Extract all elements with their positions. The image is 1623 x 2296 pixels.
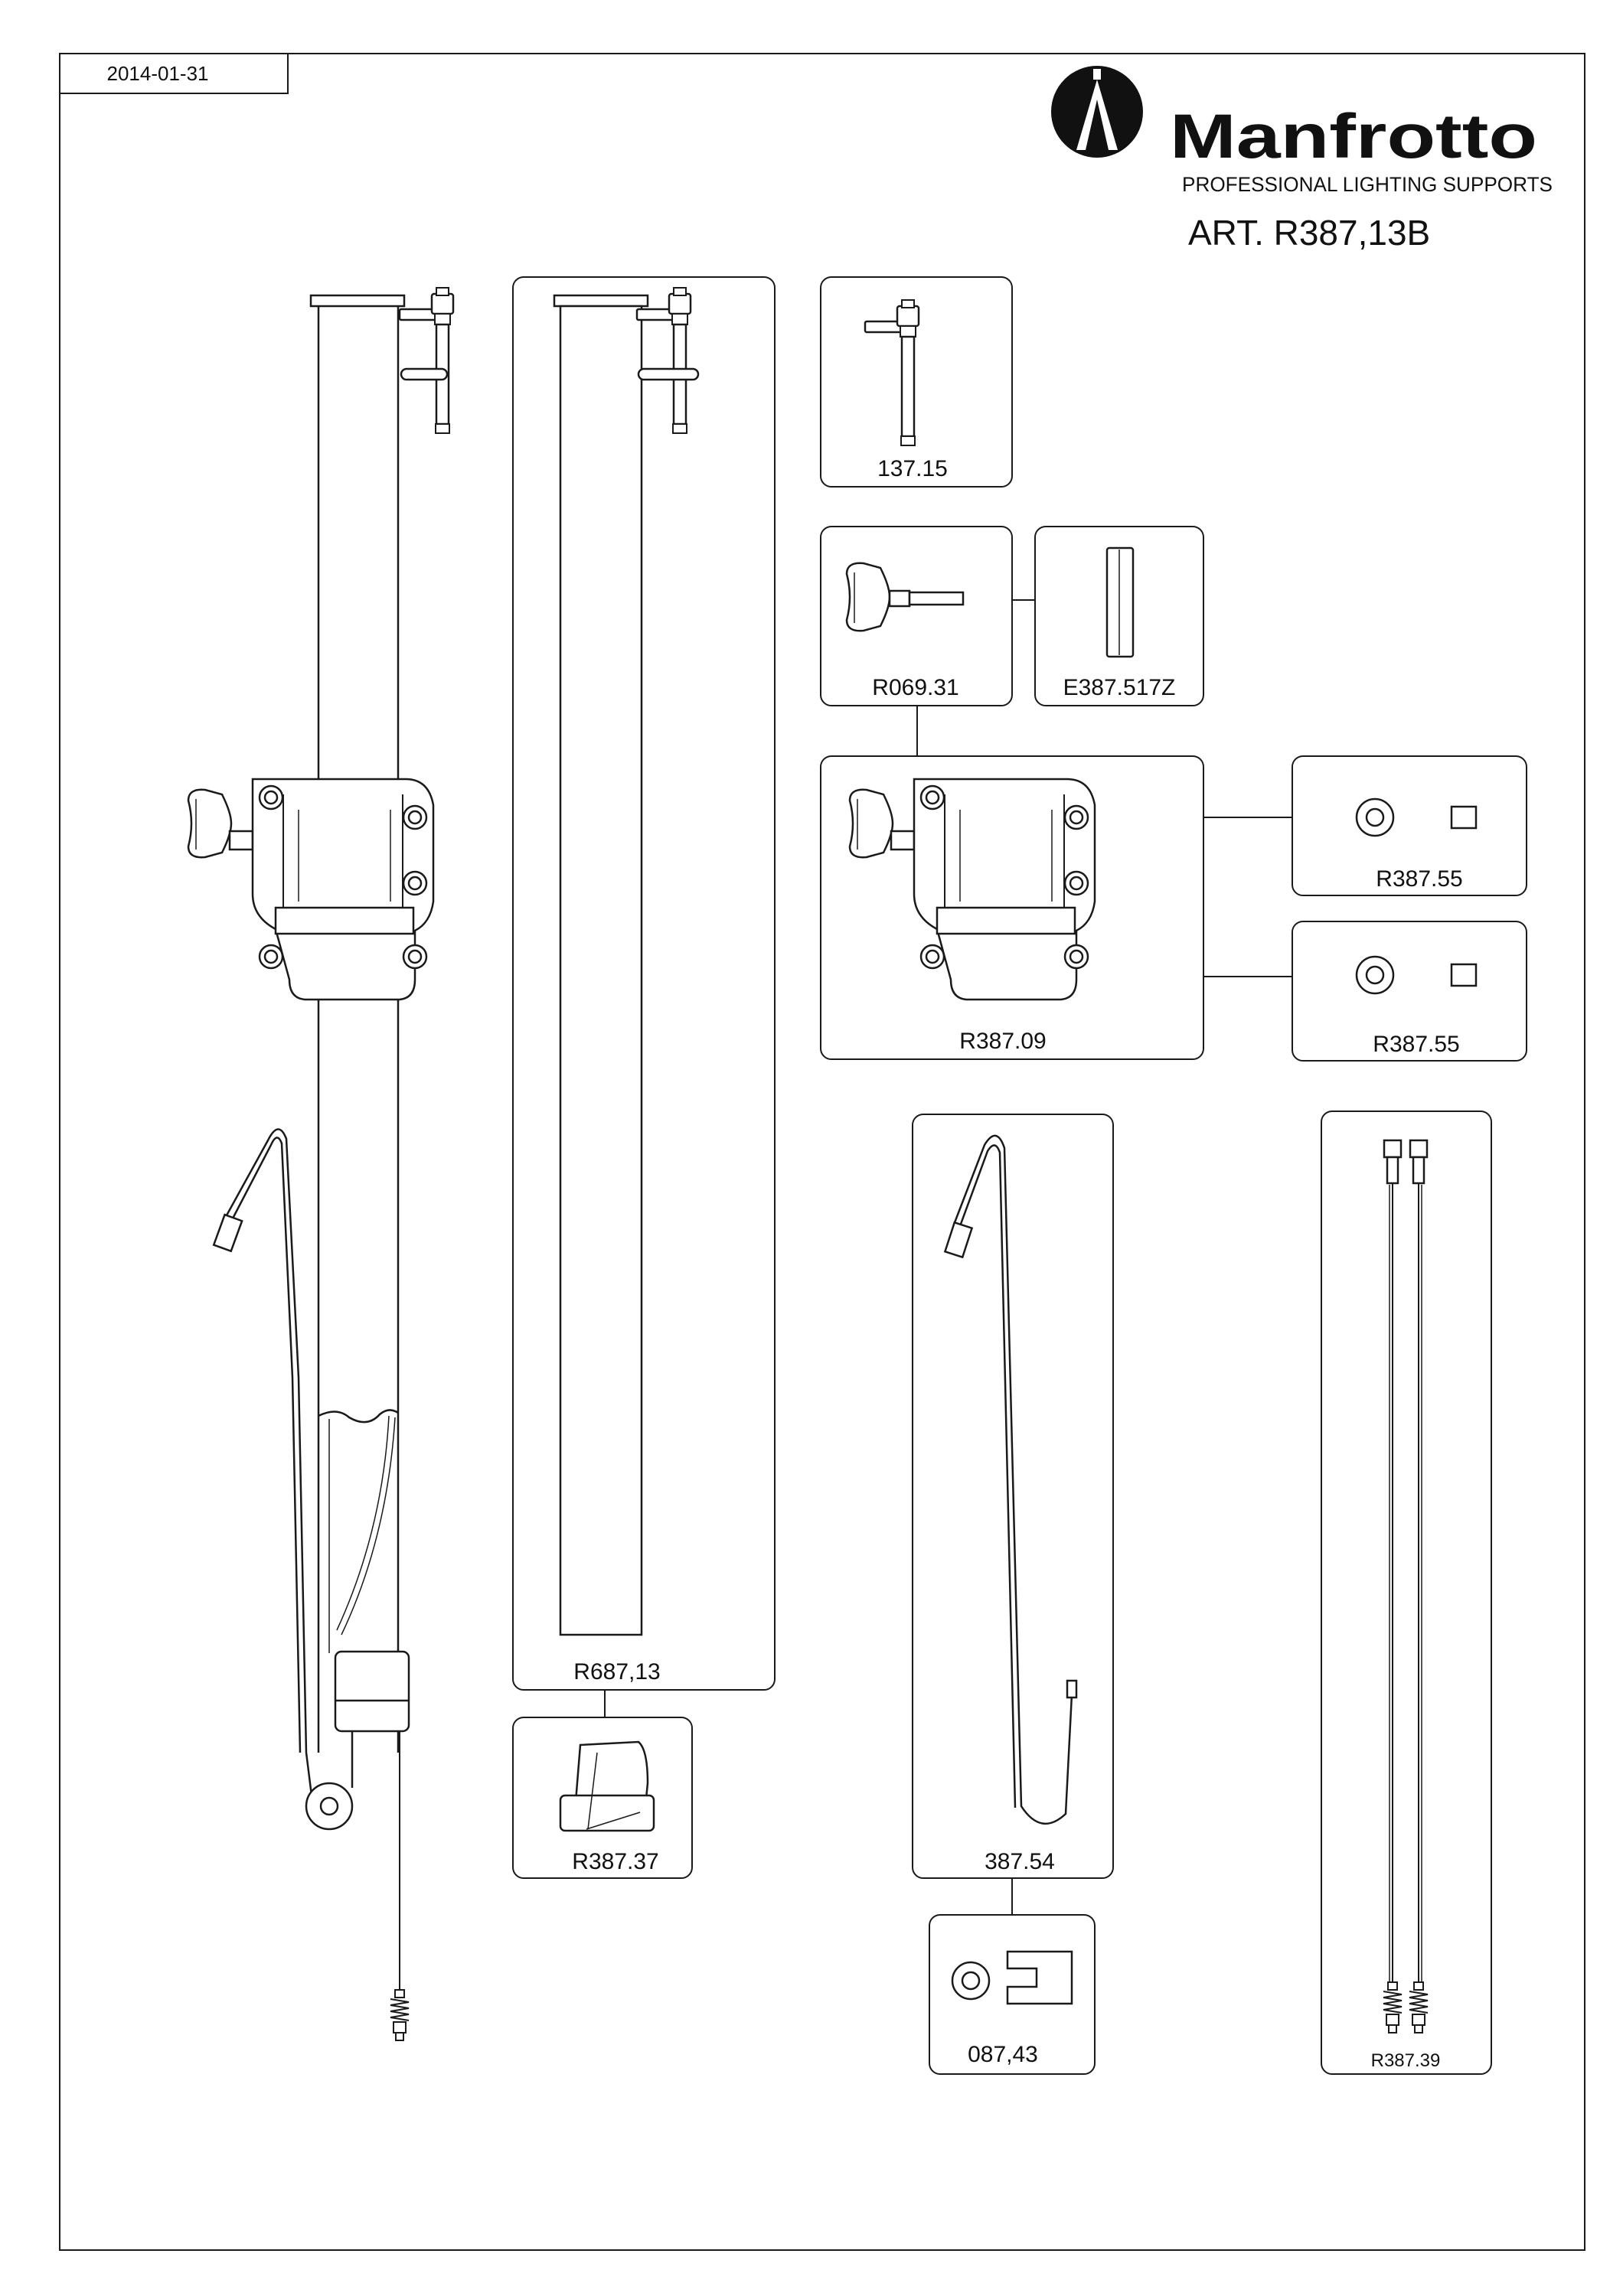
assembly-column-illustration [187,286,455,2042]
sheet-date: 2014-01-31 [107,62,209,85]
part-box-r387-09[interactable]: R387.09 [820,755,1204,1060]
part-code: R387.09 [959,1029,1046,1054]
part-box-r387-55-upper[interactable]: R387.55 [1292,755,1527,896]
part-box-137-15[interactable]: 137.15 [820,276,1013,488]
brand-tagline: PROFESSIONAL LIGHTING SUPPORTS [1182,173,1553,196]
part-code: R687,13 [573,1659,660,1684]
sheet-border [59,53,1585,2251]
part-code: R387.37 [572,1849,658,1874]
part-code: 137.15 [877,456,948,481]
part-code: R387.39 [1371,2050,1441,2071]
brand-name: Manfrotto [1170,102,1537,171]
part-code: 387.54 [985,1849,1055,1874]
part-box-r069-31[interactable]: R069.31 [820,526,1013,706]
part-box-r687-13[interactable]: R687,13 [512,276,776,1691]
part-code: E387.517Z [1063,675,1176,700]
part-box-r387-37[interactable]: R387.37 [512,1717,693,1879]
part-box-387-54[interactable]: 387.54 [912,1114,1114,1879]
part-code: R069.31 [872,675,958,700]
manfrotto-logo: Manfrotto PROFESSIONAL LIGHTING SUPPORTS [1051,66,1553,196]
part-code: 087,43 [968,2042,1038,2067]
part-code: R387.55 [1373,1032,1459,1057]
article-number: ART. R387,13B [1188,213,1430,253]
part-box-r387-55-lower[interactable]: R387.55 [1292,921,1527,1062]
part-box-r387-39[interactable]: R387.39 [1321,1110,1492,2075]
date-box: 2014-01-31 [59,53,289,94]
part-code: R387.55 [1376,866,1462,892]
part-box-e387-517z[interactable]: E387.517Z [1034,526,1204,706]
part-box-087-43[interactable]: 087,43 [929,1914,1096,2075]
